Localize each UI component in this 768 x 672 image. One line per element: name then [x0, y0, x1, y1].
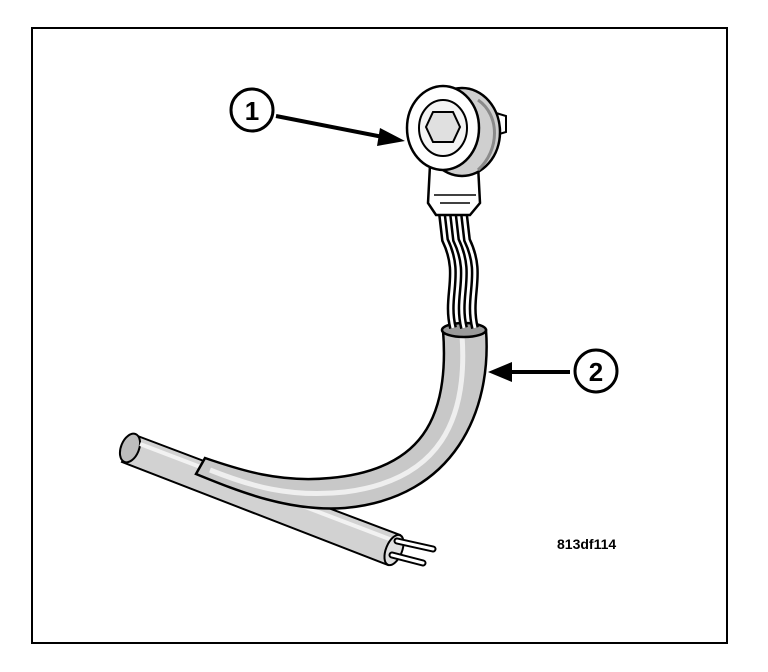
knock-sensor: [405, 84, 507, 217]
sensor-wires: [438, 213, 479, 329]
callout-1: 1: [229, 87, 275, 133]
callout-2-number: 2: [589, 357, 603, 387]
main-cable: [118, 432, 437, 567]
wire-sheath: [194, 321, 488, 510]
callout-2: 2: [573, 348, 619, 394]
figure-border: [31, 27, 728, 644]
figure-reference: 813df114: [557, 536, 616, 552]
callout-2-arrow: [488, 362, 570, 382]
callout-1-arrow: [275, 114, 405, 146]
callout-1-number: 1: [245, 96, 259, 126]
